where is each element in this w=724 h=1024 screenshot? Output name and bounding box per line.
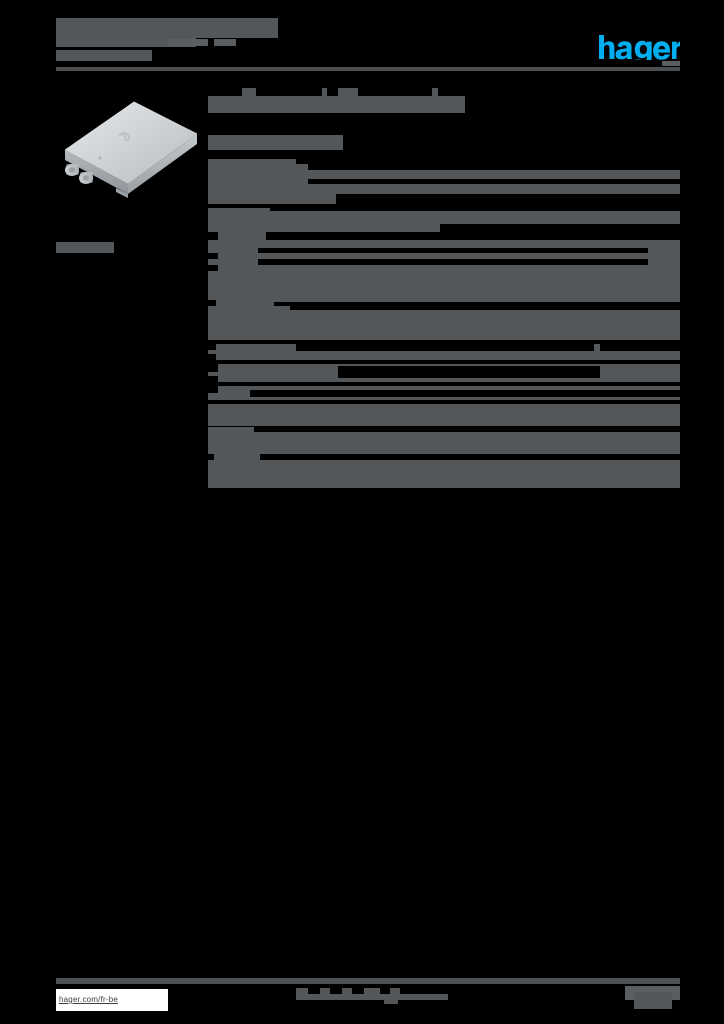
product-heading-redacted	[208, 96, 465, 113]
spec-row-1-gap-b	[308, 179, 680, 184]
document-title-redacted	[56, 18, 278, 38]
footer-center-gap-c	[352, 988, 364, 994]
left-column-caption-redacted	[56, 242, 114, 253]
footer-divider	[56, 978, 680, 984]
footer-center-gap-g	[398, 1000, 448, 1006]
footer-website-link[interactable]: hager.com/fr-be	[56, 989, 168, 1011]
spec-row-7-gap-b	[250, 390, 680, 397]
spec-row-5-gap-d	[208, 354, 216, 360]
spec-row-4	[208, 300, 680, 340]
spec-row-7-gap-a	[208, 386, 218, 393]
page-header	[56, 14, 680, 70]
spec-row-6	[208, 364, 680, 382]
footer-page-number-redacted	[634, 992, 672, 1009]
spec-row-8	[208, 404, 680, 426]
spec-row-3-gap-e	[208, 300, 220, 302]
spec-row-1-label-ascender	[208, 159, 296, 164]
spec-row-5-gap-c	[600, 344, 680, 351]
footer-center-text-redacted	[296, 988, 448, 1006]
product-reference-redacted	[208, 135, 343, 150]
spec-row-1-gap-a	[308, 164, 680, 170]
spec-row-3-label-ascender	[218, 232, 266, 240]
spec-row-3-gap-a	[258, 248, 648, 253]
footer-center-gap-f	[296, 1000, 384, 1006]
main-content	[208, 88, 680, 492]
spec-row-3-gap-d	[208, 265, 218, 271]
spec-row-4-gap-a	[290, 304, 680, 310]
hager-logo	[598, 34, 680, 60]
spec-row-2-gap-a	[270, 208, 680, 211]
specification-table	[208, 159, 680, 488]
spec-row-6-gap-a	[208, 364, 218, 372]
document-meta-a-redacted	[168, 39, 208, 46]
document-subtitle-redacted	[56, 50, 152, 61]
footer-center-gap-a	[308, 988, 320, 994]
spec-row-7	[208, 386, 680, 400]
spec-row-10	[208, 452, 680, 488]
spec-row-3-gap-c	[258, 259, 648, 265]
footer-center-gap-e	[400, 988, 448, 994]
spec-row-10-label-ascender	[214, 452, 260, 460]
footer-center-gap-d	[380, 988, 390, 994]
spec-row-4-label-ascender	[216, 300, 274, 306]
spec-row-9-label-ascender	[208, 427, 254, 432]
spec-row-1	[208, 159, 680, 204]
spec-row-9	[208, 427, 680, 454]
logo-trademark-redacted	[662, 61, 680, 66]
product-photo	[56, 88, 206, 200]
spec-row-2	[208, 208, 680, 232]
spec-row-2-gap-b	[440, 224, 680, 232]
spec-row-5-gap-a	[208, 344, 216, 350]
header-divider	[56, 67, 680, 71]
footer-center-gap-b	[330, 988, 342, 994]
spec-row-1-gap-c	[336, 194, 680, 204]
spec-row-3-gap-b	[208, 253, 218, 259]
spec-row-5	[208, 344, 680, 360]
document-meta-b-redacted	[214, 39, 236, 46]
spec-row-6-gap-b	[338, 366, 600, 378]
spec-row-3	[208, 232, 680, 302]
document-title-second-line-redacted	[56, 36, 196, 47]
product-heading-ascenders	[208, 88, 680, 96]
spec-row-6-gap-c	[208, 376, 218, 382]
spec-row-5-gap-b	[296, 344, 594, 351]
